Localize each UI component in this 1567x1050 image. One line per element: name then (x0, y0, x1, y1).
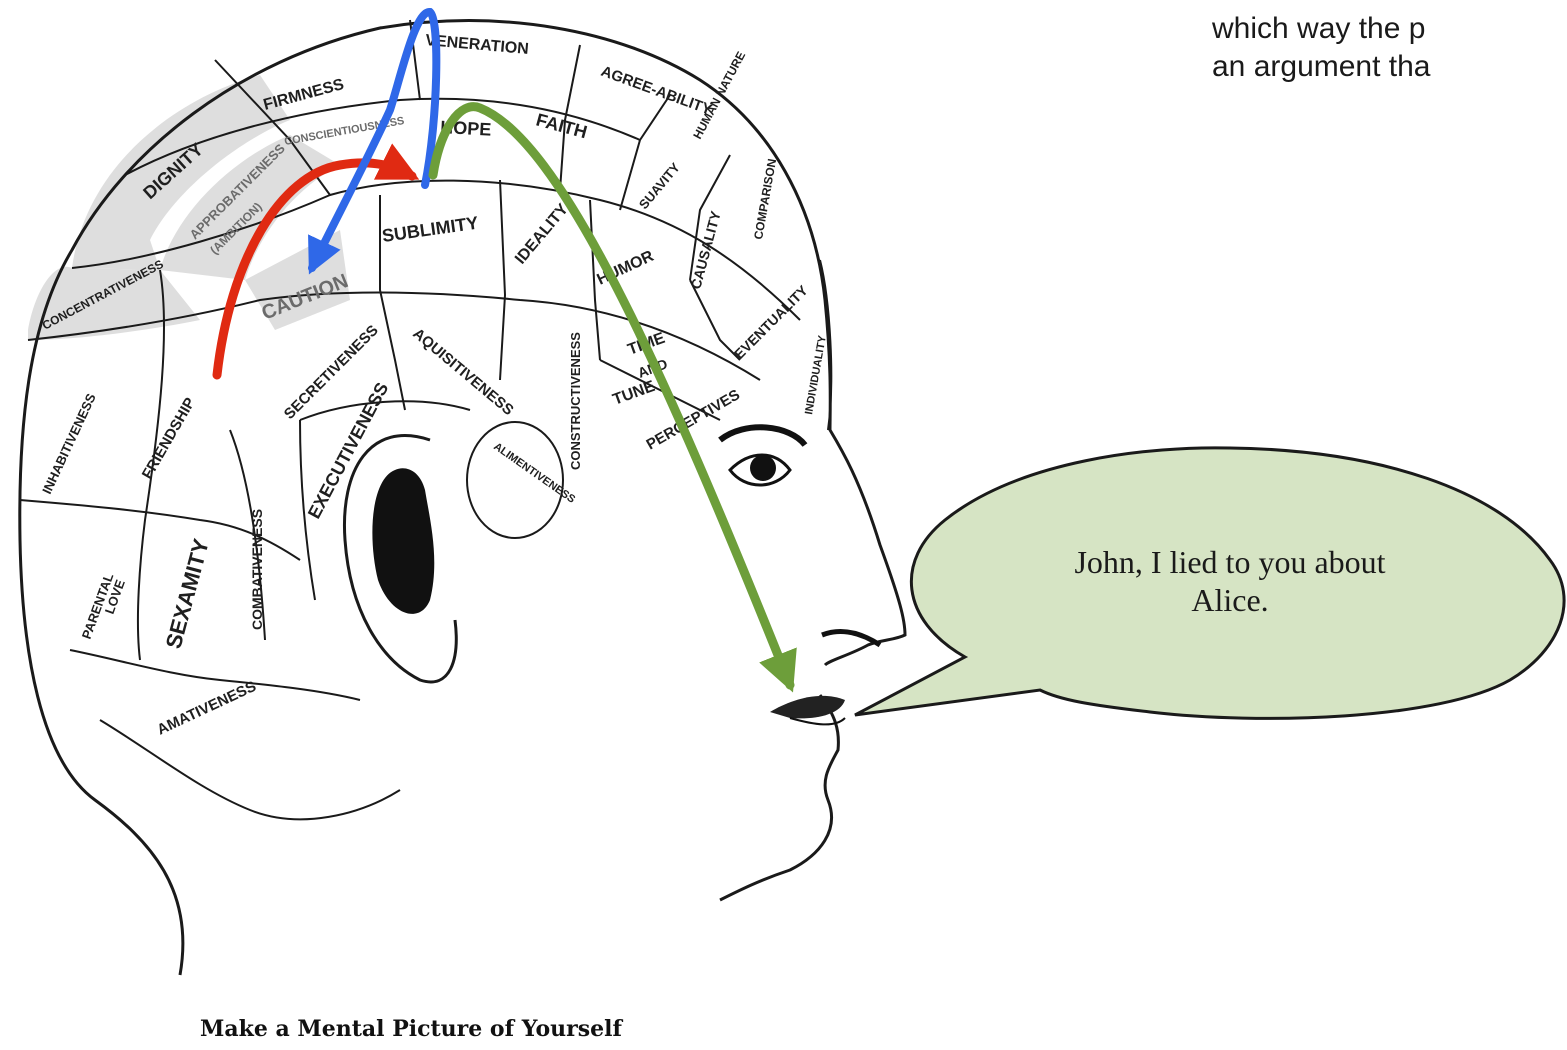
ear (344, 436, 456, 682)
label-tune: TUNE (611, 378, 658, 409)
speech-line-2: Alice. (960, 581, 1500, 619)
label-alimentiveness: ALIMENTIVENESS (491, 441, 577, 506)
label-suavity: SUAVITY (636, 160, 683, 212)
label-sublimity: SUBLIMITY (381, 213, 480, 246)
label-veneration: VENERATION (425, 32, 530, 58)
speech-bubble-text: John, I lied to you about Alice. (960, 543, 1500, 619)
label-agreeability: AGREE-ABILITY (599, 63, 714, 119)
slide-text-line-1: which way the p (1212, 10, 1567, 48)
slide-body-text: which way the p an argument tha (1212, 10, 1567, 86)
label-comparison: COMPARISON (751, 158, 779, 241)
label-sexamity: SEXAMITY (161, 536, 214, 651)
label-constructiveness: CONSTRUCTIVENESS (568, 332, 583, 470)
label-inhabitiveness: INHABITIVENESS (39, 391, 99, 496)
label-combativeness: COMBATIVENESS (249, 509, 265, 630)
label-ideality: IDEALITY (512, 201, 572, 268)
eye (720, 427, 805, 485)
caption: Make a Mental Picture of Yourself (200, 1016, 623, 1042)
label-human-nature: HUMAN NATURE (690, 49, 748, 141)
speech-line-1: John, I lied to you about (960, 543, 1500, 581)
slide-text-line-2: an argument tha (1212, 48, 1567, 86)
label-friendship: FRIENDSHIP (139, 395, 199, 482)
label-amativeness: AMATIVENESS (155, 678, 259, 739)
label-individuality: INDIVIDUALITY (803, 334, 829, 416)
label-causality: CAUSALITY (687, 209, 723, 291)
